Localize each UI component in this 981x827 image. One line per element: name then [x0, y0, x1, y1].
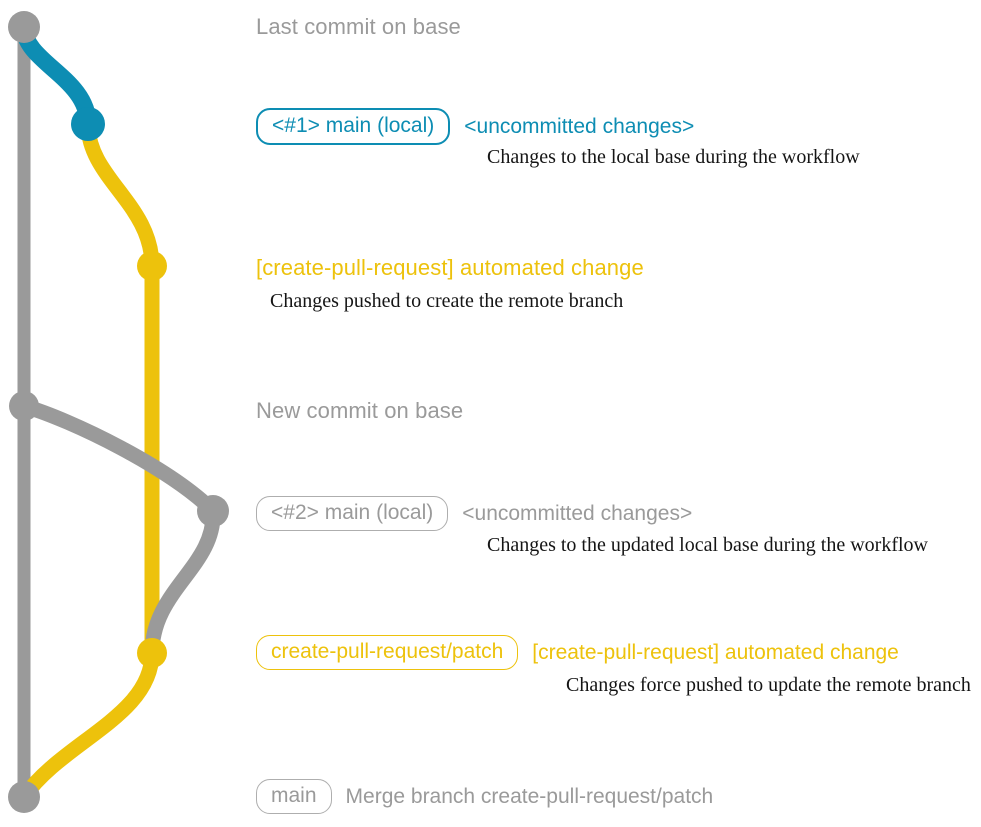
- commit-message-local-1: <uncommitted changes>: [464, 114, 695, 138]
- branch-pill-main[interactable]: main: [256, 779, 332, 815]
- row-local-change-1: <#1> main (local) <uncommitted changes>: [256, 108, 695, 146]
- merge-into-base-edge: [16, 645, 160, 805]
- branch-pill-main-local-1[interactable]: <#1> main (local): [256, 108, 451, 146]
- row-label-last-commit-on-base: Last commit on base: [256, 14, 461, 39]
- commit-message-automated-2: [create-pull-request] automated change: [532, 640, 899, 664]
- commit-node-base-last[interactable]: [8, 11, 40, 43]
- row-label-new-commit-on-base: New commit on base: [256, 398, 464, 423]
- commit-description-local-1: Changes to the local base during the wor…: [487, 146, 860, 168]
- local-2-to-remote-2-edge: [144, 503, 221, 661]
- commit-message-merge: Merge branch create-pull-request/patch: [345, 784, 714, 808]
- commit-node-local-1[interactable]: [71, 107, 105, 141]
- commit-node-remote-2[interactable]: [137, 638, 167, 668]
- branch-pill-main-local-2[interactable]: <#2> main (local): [256, 496, 449, 532]
- row-merge-commit: main Merge branch create-pull-request/pa…: [256, 779, 714, 815]
- row-local-change-2: <#2> main (local) <uncommitted changes>: [256, 496, 693, 532]
- branch-pill-create-pull-request-patch[interactable]: create-pull-request/patch: [256, 635, 519, 671]
- commit-node-base-new[interactable]: [9, 391, 39, 421]
- commit-node-local-2[interactable]: [197, 495, 229, 527]
- local-branch-1-edge: [15, 18, 97, 133]
- row-automated-change-2: create-pull-request/patch [create-pull-r…: [256, 635, 899, 671]
- commit-description-automated-2: Changes force pushed to update the remot…: [566, 674, 971, 696]
- commit-message-local-2: <uncommitted changes>: [462, 501, 693, 525]
- row-label-automated-change-1: [create-pull-request] automated change: [256, 255, 644, 280]
- local-branch-2-edge: [16, 398, 221, 519]
- remote-branch-1-edge: [80, 116, 160, 274]
- commit-description-automated-1: Changes pushed to create the remote bran…: [270, 290, 624, 312]
- commit-description-local-2: Changes to the updated local base during…: [487, 534, 928, 556]
- commit-node-remote-1[interactable]: [137, 251, 167, 281]
- commit-node-base-merge[interactable]: [8, 781, 40, 813]
